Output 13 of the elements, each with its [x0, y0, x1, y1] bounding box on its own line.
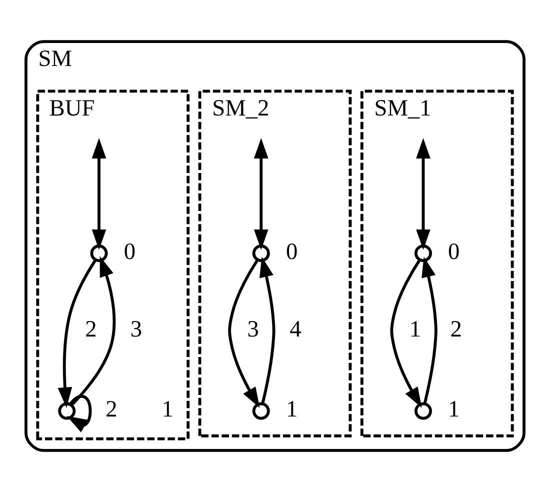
node-label: 1 — [162, 396, 174, 423]
edge-label: 1 — [409, 316, 422, 342]
edge-label: 4 — [290, 316, 302, 342]
node-label: 0 — [124, 238, 136, 265]
edge-label: 2 — [450, 316, 462, 342]
edge-label: 3 — [130, 316, 142, 342]
node-label: 0 — [448, 238, 460, 265]
node-label: 1 — [286, 396, 298, 423]
edge-label: 2 — [106, 396, 118, 423]
edge-label: 3 — [247, 316, 259, 342]
edge-label: 2 — [85, 316, 97, 342]
node-label: 1 — [448, 396, 460, 423]
node-label: 0 — [286, 238, 298, 265]
